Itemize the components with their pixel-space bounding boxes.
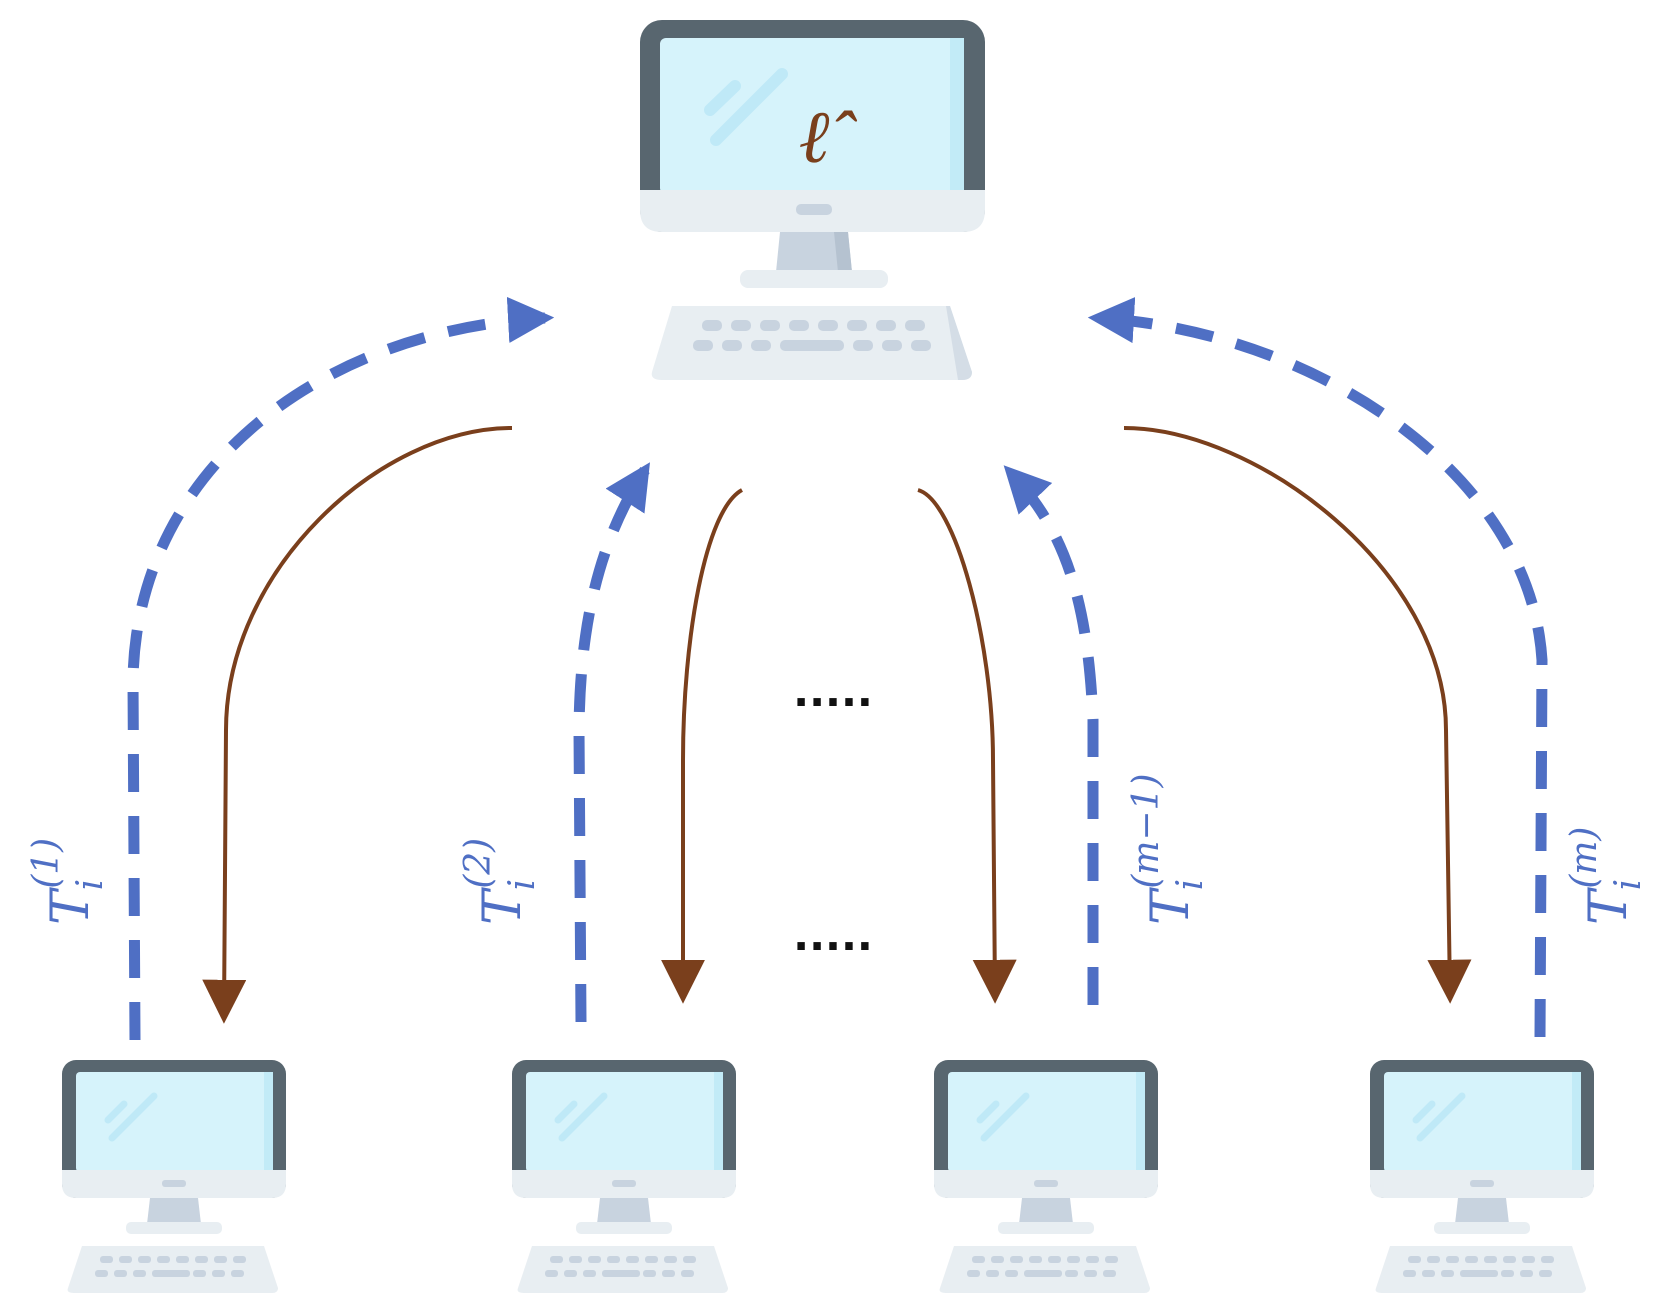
client-computer-2 xyxy=(512,1060,736,1293)
client-monitor xyxy=(934,1060,1158,1234)
client-monitor xyxy=(62,1060,286,1234)
client-computer-4 xyxy=(1370,1060,1594,1293)
client-computer-3 xyxy=(934,1060,1158,1293)
upload-arrow-3 xyxy=(1003,465,1099,1005)
server-keyboard xyxy=(651,306,972,380)
client-label-1: Ti(1) xyxy=(26,838,111,925)
client-label-4: Ti(m) xyxy=(1564,827,1649,925)
client-label-3: Ti(m−1) xyxy=(1126,774,1211,926)
client-computer-1 xyxy=(62,1060,286,1293)
upload-arrow-2 xyxy=(573,462,650,1023)
upload-arrow-4 xyxy=(1087,297,1548,1038)
client-computers xyxy=(62,1060,1594,1293)
client-monitor xyxy=(512,1060,736,1234)
client-label-2: Ti(2) xyxy=(458,838,543,925)
server-monitor xyxy=(640,20,985,288)
server-computer: ℓ̂ xyxy=(640,20,985,380)
client-keyboard xyxy=(67,1246,278,1293)
client-labels: Ti(1) Ti(2) Ti(m−1) Ti(m) xyxy=(26,774,1649,926)
upload-arrows xyxy=(127,296,1548,1041)
download-arrow-3 xyxy=(917,488,1017,1004)
ellipsis-upper: ..... xyxy=(793,667,873,716)
client-keyboard xyxy=(517,1246,728,1293)
client-monitor xyxy=(1370,1060,1594,1234)
client-keyboard xyxy=(939,1246,1150,1293)
download-arrow-2 xyxy=(661,488,744,1004)
download-arrow-1 xyxy=(202,426,513,1024)
download-arrows xyxy=(202,426,1472,1024)
ellipsis-lower: ..... xyxy=(793,911,873,960)
upload-arrow-1 xyxy=(127,296,555,1041)
download-arrow-4 xyxy=(1123,426,1472,1004)
client-keyboard xyxy=(1375,1246,1586,1293)
